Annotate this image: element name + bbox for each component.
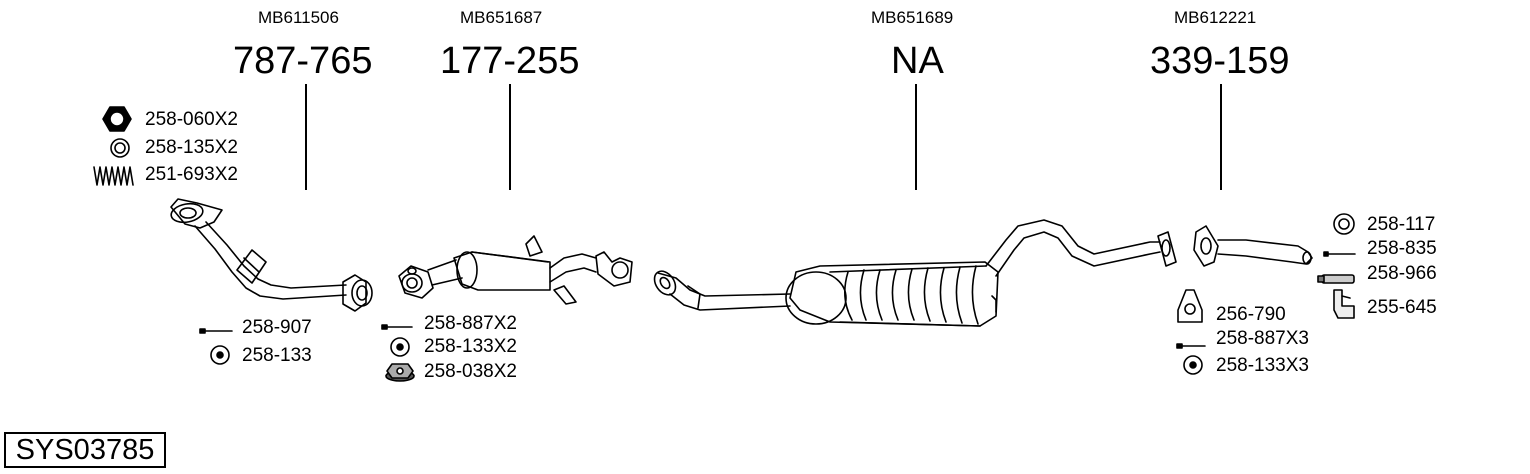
clamp-icon	[1317, 274, 1355, 284]
accessory-label: 258-135X2	[145, 137, 238, 158]
flange-nut-icon	[385, 363, 415, 382]
rear-silencer	[653, 219, 1177, 327]
accessory-label: 258-887X3	[1216, 328, 1309, 349]
leader-line-4	[1220, 84, 1222, 190]
front-downpipe	[170, 198, 373, 312]
leader-line-1	[305, 84, 307, 190]
bolt-icon	[1323, 251, 1356, 257]
system-code-box: SYS03785	[4, 432, 166, 468]
oem-number-3: MB651689	[871, 8, 954, 27]
accessory-label: 258-117	[1367, 214, 1436, 235]
accessory-label: 258-887X2	[424, 313, 517, 334]
tail-pipe	[1193, 225, 1313, 267]
accessory-label: 258-966	[1367, 263, 1437, 284]
bolt-icon	[1176, 343, 1206, 349]
accessory-label: 258-133	[242, 345, 312, 366]
accessory-label: 256-790	[1216, 304, 1286, 325]
spring-icon	[93, 166, 134, 186]
accessory-label: 258-907	[242, 317, 312, 338]
washer-icon	[390, 337, 410, 357]
sealing-ring-icon	[110, 138, 130, 158]
oem-number-1: MB611506	[258, 8, 339, 27]
oem-number-4: MB612221	[1174, 8, 1257, 27]
part-number-1: 787-765	[233, 40, 373, 82]
accessory-label: 258-060X2	[145, 109, 238, 130]
bolt-icon	[381, 324, 413, 330]
accessory-label: 258-835	[1367, 238, 1437, 259]
system-code: SYS03785	[15, 433, 155, 466]
part-number-4: 339-159	[1150, 40, 1290, 82]
accessory-label: 258-133X3	[1216, 355, 1309, 376]
part-number-3: NA	[891, 40, 944, 82]
gasket-icon	[1177, 289, 1203, 323]
leader-line-3	[915, 84, 917, 190]
sealing-ring-icon	[1333, 213, 1355, 235]
oem-number-2: MB651687	[460, 8, 543, 27]
accessory-label: 251-693X2	[145, 164, 238, 185]
washer-icon	[1183, 355, 1203, 375]
hex-nut-icon	[102, 106, 132, 132]
leader-line-2	[509, 84, 511, 190]
part-number-2: 177-255	[440, 40, 580, 82]
center-silencer	[398, 235, 633, 305]
accessory-label: 258-133X2	[424, 336, 517, 357]
bracket-icon	[1333, 289, 1355, 319]
bolt-icon	[199, 328, 233, 334]
accessory-label: 255-645	[1367, 297, 1437, 318]
accessory-label: 258-038X2	[424, 361, 517, 382]
washer-icon	[210, 345, 230, 365]
